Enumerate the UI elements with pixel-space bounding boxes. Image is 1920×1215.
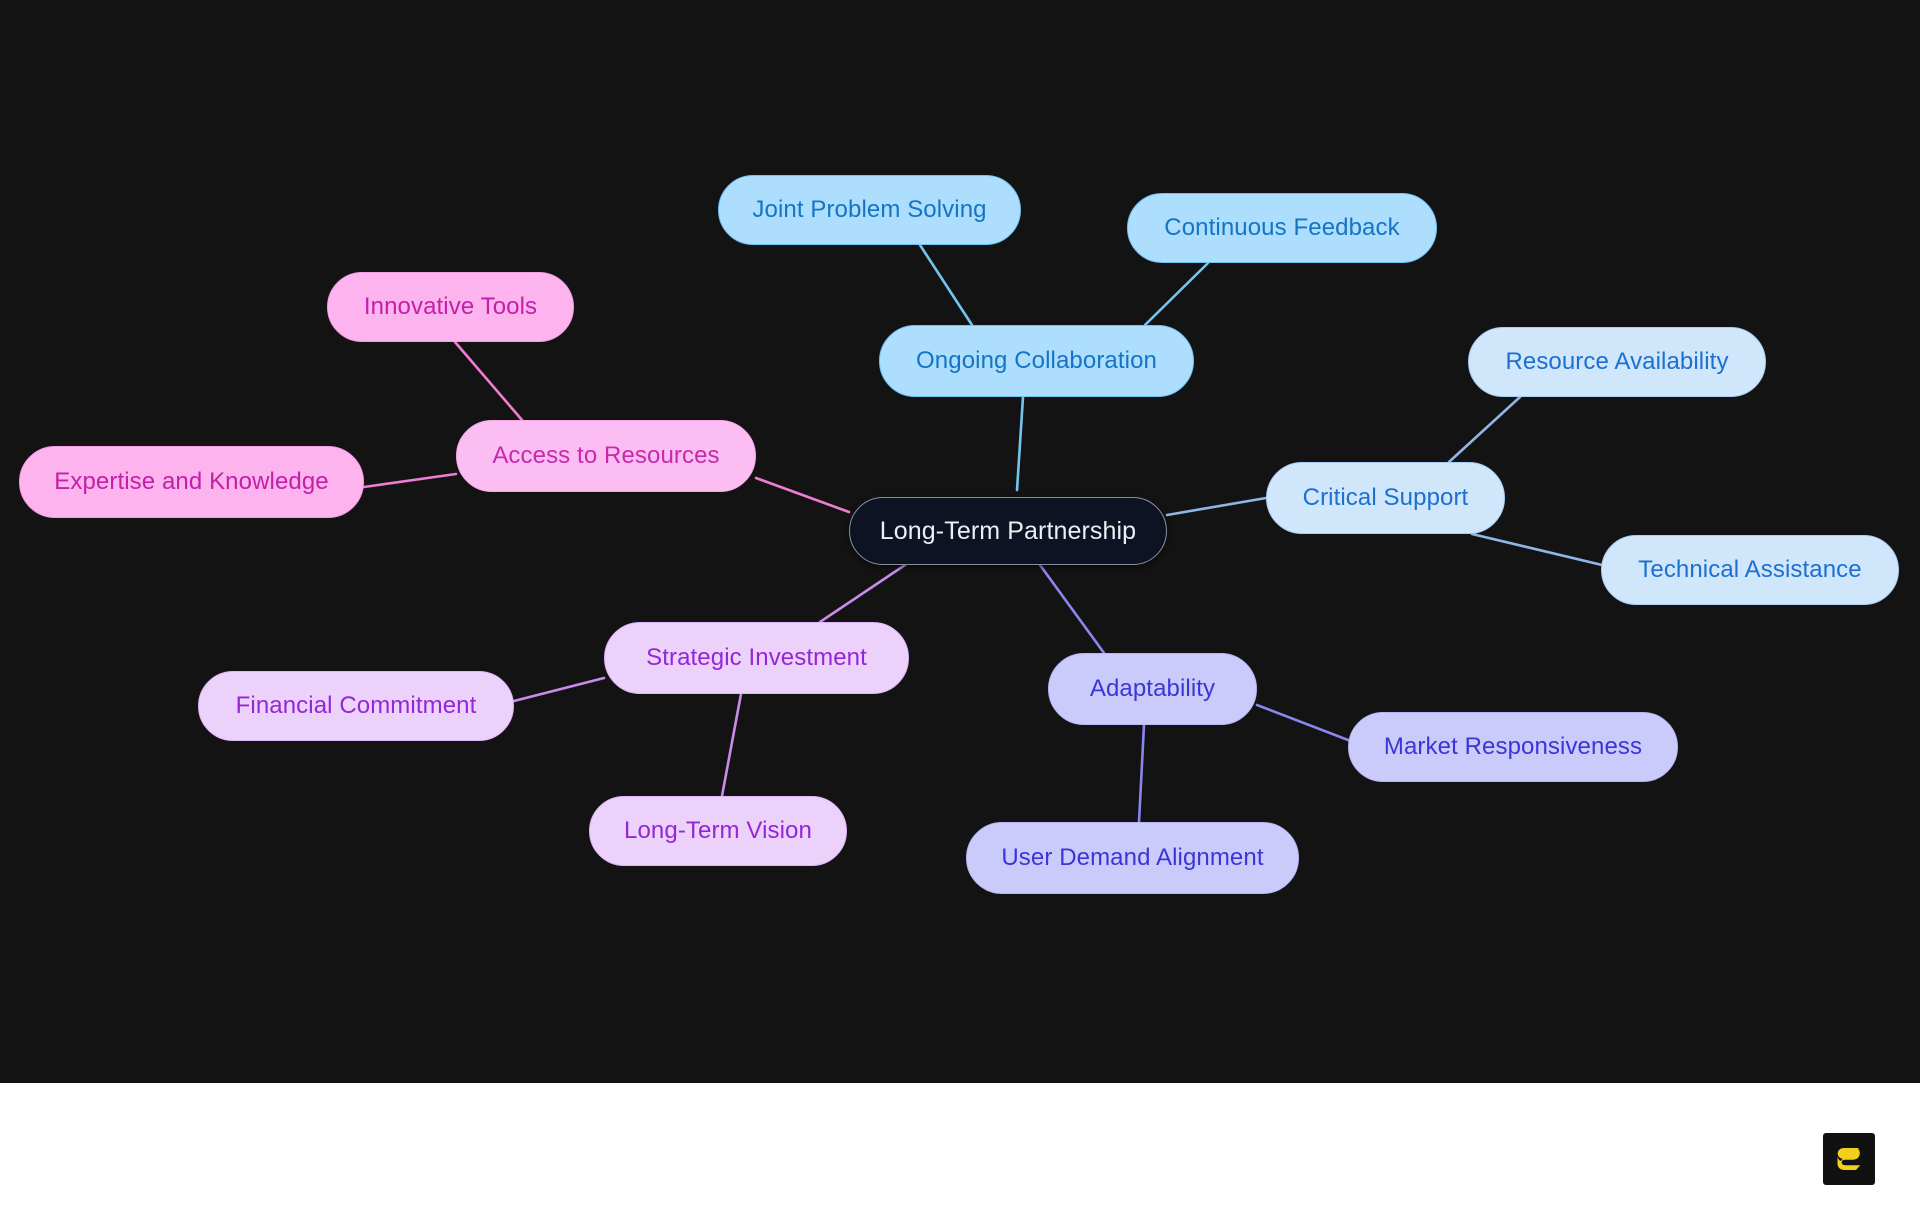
node-label: Joint Problem Solving bbox=[752, 196, 987, 223]
node-label: Long-Term Vision bbox=[624, 817, 812, 844]
node-label: Adaptability bbox=[1089, 675, 1216, 702]
leaf-node-technical-assistance[interactable]: Technical Assistance bbox=[1601, 535, 1899, 605]
leaf-node-expertise-and-knowledge[interactable]: Expertise and Knowledge bbox=[19, 446, 364, 518]
node-label: Critical Support bbox=[1302, 484, 1469, 511]
node-label: Ongoing Collaboration bbox=[916, 347, 1157, 374]
leaf-node-long-term-vision[interactable]: Long-Term Vision bbox=[589, 796, 847, 866]
edge-root-to-adaptability bbox=[1038, 563, 1106, 655]
leaf-node-resource-availability[interactable]: Resource Availability bbox=[1468, 327, 1766, 397]
branch-node-critical-support[interactable]: Critical Support bbox=[1266, 462, 1505, 534]
node-label: Strategic Investment bbox=[646, 644, 867, 671]
branch-node-ongoing-collaboration[interactable]: Ongoing Collaboration bbox=[879, 325, 1194, 397]
edge-critical-support-to-resource-availability bbox=[1447, 395, 1522, 464]
leaf-node-user-demand-alignment[interactable]: User Demand Alignment bbox=[966, 822, 1299, 894]
leaf-node-joint-problem-solving[interactable]: Joint Problem Solving bbox=[718, 175, 1021, 245]
edge-root-to-critical-support bbox=[1165, 496, 1268, 517]
edge-root-to-strategic-investment bbox=[818, 563, 907, 624]
edge-strategic-investment-to-long-term-vision bbox=[720, 692, 743, 798]
mindmap-canvas[interactable]: Long-Term Partnership Ongoing Collaborati… bbox=[0, 0, 1920, 1083]
node-label: Long-Term Partnership bbox=[879, 516, 1137, 545]
node-label: Financial Commitment bbox=[235, 692, 477, 719]
s-glyph-icon bbox=[1837, 1148, 1861, 1170]
edge-adaptability-to-market-responsiveness bbox=[1255, 703, 1350, 742]
leaf-node-innovative-tools[interactable]: Innovative Tools bbox=[327, 272, 574, 342]
branch-node-strategic-investment[interactable]: Strategic Investment bbox=[604, 622, 909, 694]
edge-access-to-resources-to-expertise-and-knowledge bbox=[362, 472, 458, 489]
node-label: Expertise and Knowledge bbox=[54, 468, 329, 495]
edge-ongoing-collaboration-to-joint-problem-solving bbox=[918, 243, 974, 327]
branch-node-adaptability[interactable]: Adaptability bbox=[1048, 653, 1257, 725]
branch-node-access-to-resources[interactable]: Access to Resources bbox=[456, 420, 756, 492]
node-label: Continuous Feedback bbox=[1164, 214, 1400, 241]
edge-ongoing-collaboration-to-continuous-feedback bbox=[1143, 261, 1210, 327]
node-label: Technical Assistance bbox=[1638, 556, 1862, 583]
node-label: User Demand Alignment bbox=[1001, 844, 1264, 871]
edge-access-to-resources-to-innovative-tools bbox=[453, 340, 524, 422]
leaf-node-market-responsiveness[interactable]: Market Responsiveness bbox=[1348, 712, 1678, 782]
edge-strategic-investment-to-financial-commitment bbox=[512, 676, 606, 703]
edge-root-to-ongoing-collaboration bbox=[1015, 395, 1025, 492]
node-label: Market Responsiveness bbox=[1383, 733, 1643, 760]
node-label: Resource Availability bbox=[1505, 348, 1729, 375]
leaf-node-financial-commitment[interactable]: Financial Commitment bbox=[198, 671, 514, 741]
leaf-node-continuous-feedback[interactable]: Continuous Feedback bbox=[1127, 193, 1437, 263]
node-label: Access to Resources bbox=[492, 442, 720, 469]
edge-adaptability-to-user-demand-alignment bbox=[1137, 723, 1146, 824]
root-node-root[interactable]: Long-Term Partnership bbox=[849, 497, 1167, 565]
scalenut-s-logo bbox=[1823, 1133, 1875, 1185]
edge-root-to-access-to-resources bbox=[754, 476, 851, 514]
node-label: Innovative Tools bbox=[363, 293, 538, 320]
